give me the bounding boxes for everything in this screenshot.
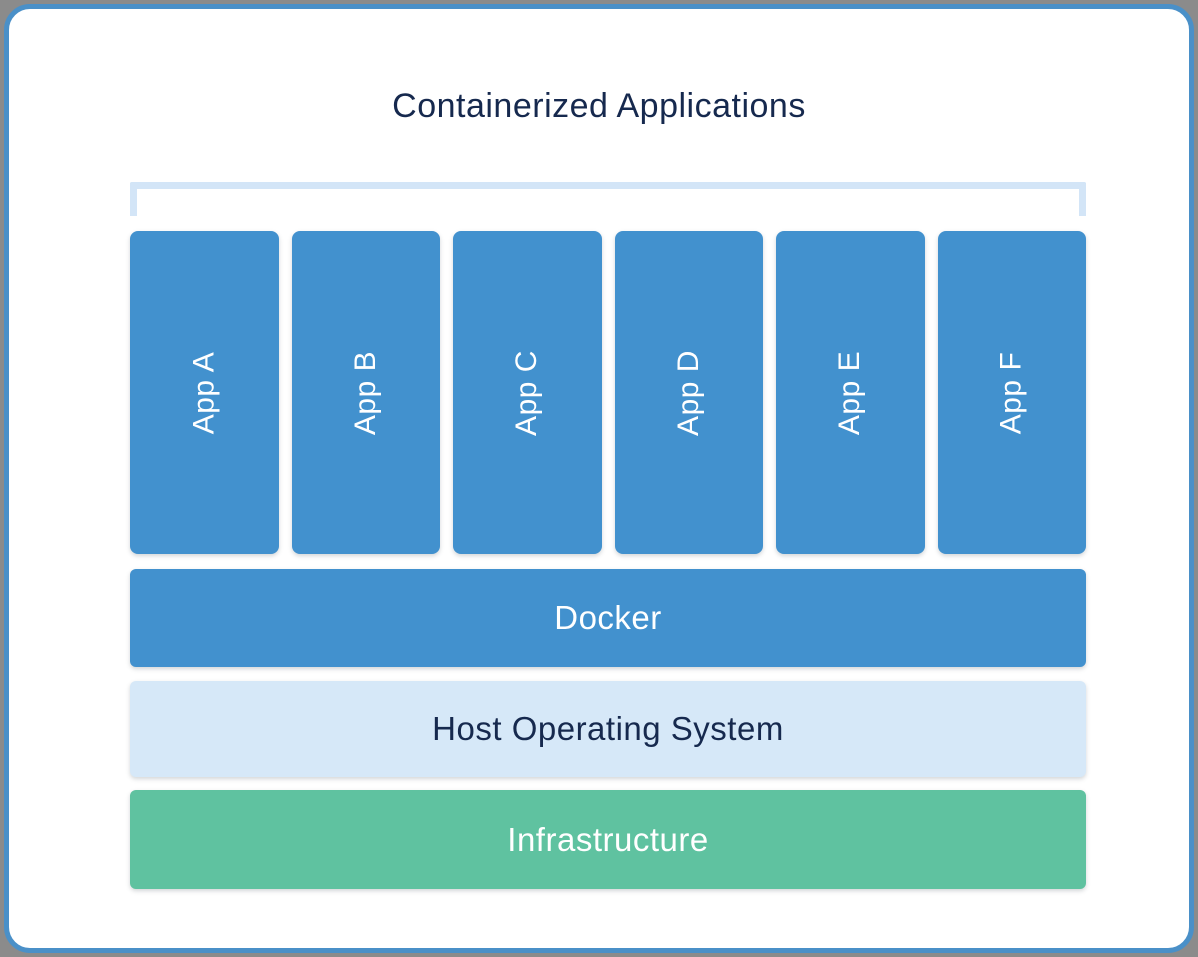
host-os-layer: Host Operating System — [130, 681, 1086, 777]
app-box-a: App A — [130, 231, 279, 554]
app-label-b: App B — [348, 350, 382, 435]
infrastructure-layer: Infrastructure — [130, 790, 1086, 889]
app-box-f: App F — [937, 231, 1086, 554]
app-label-d: App D — [671, 349, 705, 436]
docker-layer-label: Docker — [554, 599, 662, 636]
app-box-e: App E — [776, 231, 925, 554]
app-label-a: App A — [187, 351, 221, 434]
apps-row: App A App B App C App D App E App F — [130, 231, 1086, 554]
app-label-c: App C — [510, 349, 544, 436]
app-label-e: App E — [833, 350, 867, 435]
app-box-c: App C — [453, 231, 602, 554]
app-box-d: App D — [614, 231, 763, 554]
diagram-content: App A App B App C App D App E App F — [130, 9, 1086, 948]
app-label-f: App F — [994, 351, 1028, 434]
infrastructure-layer-label: Infrastructure — [507, 820, 709, 858]
diagram-card: Containerized Applications App A App B A… — [4, 4, 1194, 953]
host-os-layer-label: Host Operating System — [432, 710, 784, 747]
containers-bracket — [130, 182, 1086, 216]
diagram-title: Containerized Applications — [392, 87, 806, 125]
app-box-b: App B — [291, 231, 440, 554]
docker-layer: Docker — [130, 569, 1086, 667]
